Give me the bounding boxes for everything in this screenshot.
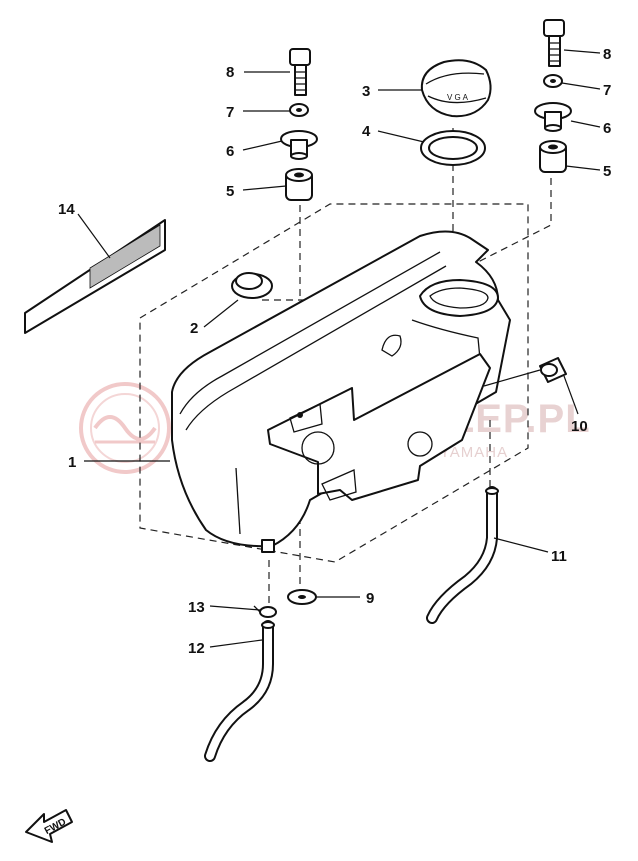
plug-part [539, 357, 567, 383]
cap-gasket-part [420, 130, 486, 166]
washer-left-part [289, 103, 309, 117]
callout-6: 6 [226, 143, 234, 160]
fuel-pipe-part [204, 620, 275, 762]
callout-4: 4 [362, 123, 371, 140]
callout-2: 2 [190, 320, 198, 337]
label-sticker-part [24, 219, 166, 334]
svg-text:V G A: V G A [447, 93, 469, 102]
assembly-outline [139, 203, 529, 563]
filler-cap-part: V G A [420, 59, 492, 118]
callout-14: 14 [58, 201, 75, 218]
callout-12: 12 [188, 640, 205, 657]
bottom-washer-part [287, 589, 317, 605]
leader-lines [77, 49, 601, 648]
callout-8: 8 [226, 64, 234, 81]
bolt-left-part [289, 48, 311, 96]
grommet-part [231, 272, 273, 299]
left-mount-stack [280, 48, 318, 201]
forward-direction-arrow: FWD [25, 809, 73, 843]
callout-1: 1 [68, 454, 76, 471]
callout-13: 13 [188, 599, 205, 616]
callout-10: 10 [571, 418, 588, 435]
damper-right-part [539, 140, 567, 173]
callout-6-right: 6 [603, 120, 611, 137]
callout-3: 3 [362, 83, 370, 100]
collar-left-part [280, 130, 318, 160]
watermark-logo [79, 382, 171, 474]
callout-11: 11 [551, 548, 567, 565]
callout-5-right: 5 [603, 163, 611, 180]
breather-pipe-part [426, 486, 499, 624]
callout-5: 5 [226, 183, 234, 200]
damper-left-part [285, 168, 313, 201]
callout-7: 7 [226, 104, 234, 121]
callout-7-right: 7 [603, 82, 611, 99]
right-mount-stack [534, 19, 572, 173]
collar-right-part [534, 102, 572, 132]
bolt-right-part [543, 19, 565, 67]
callout-8-right: 8 [603, 46, 611, 63]
callout-labels: 1 2 3 4 5 6 7 8 9 10 11 12 13 14 5 6 7 8 [58, 46, 611, 657]
callout-9: 9 [366, 590, 374, 607]
washer-right-part [543, 74, 563, 88]
clip-part [253, 605, 277, 618]
fuel-tank-part [171, 230, 511, 553]
